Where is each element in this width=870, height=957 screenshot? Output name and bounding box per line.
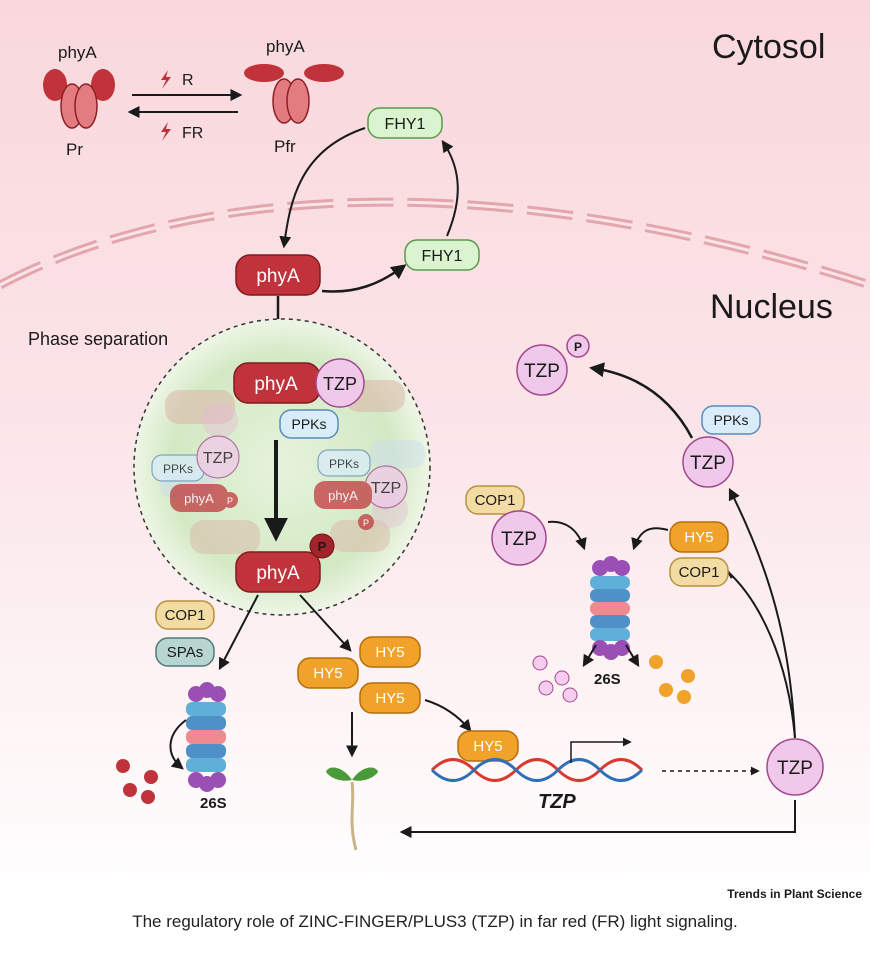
fr-label: FR bbox=[182, 125, 203, 142]
phyA-pr-dimer bbox=[43, 69, 115, 129]
tzp-expressed-label: TZP bbox=[777, 758, 813, 779]
tzp-ppks-label: TZP bbox=[690, 453, 726, 474]
degraded-phyA-fragments bbox=[116, 759, 158, 804]
journal-credit: Trends in Plant Science bbox=[727, 887, 862, 901]
fhy1-nucleus-label: FHY1 bbox=[422, 248, 463, 265]
faded-phyA-left-label: phyA bbox=[184, 491, 214, 506]
phyA-to-degradation-arrow bbox=[218, 594, 259, 671]
phyA-pfr-label: phyA bbox=[266, 37, 305, 56]
tzp-cop1-label: TZP bbox=[501, 529, 537, 550]
faded-complex-left bbox=[151, 435, 240, 512]
hy5-label-2: HY5 bbox=[375, 644, 404, 661]
pr-label: Pr bbox=[66, 140, 83, 159]
faded-tzp-left-label: TZP bbox=[203, 450, 233, 467]
proteasome-26s-left-icon bbox=[186, 682, 226, 792]
pfr-label: Pfr bbox=[274, 137, 296, 156]
cytosol-label: Cytosol bbox=[712, 28, 825, 66]
hy5-to-promoter-arrow bbox=[424, 699, 472, 732]
spas-node bbox=[155, 637, 215, 667]
fhy1-export-arrow bbox=[441, 140, 459, 237]
faded-p-right-label: P bbox=[363, 518, 369, 528]
phyA-pfr-dimer bbox=[244, 64, 344, 124]
proteasome-out-left-arrow bbox=[582, 644, 597, 668]
phyA-phosphorylated-label: phyA bbox=[256, 563, 300, 584]
tzp-complex-node bbox=[315, 358, 365, 408]
hy5-label-1: HY5 bbox=[313, 665, 342, 682]
tzp-complex-label: TZP bbox=[323, 374, 357, 394]
degraded-hy5-fragments bbox=[649, 655, 695, 704]
phosphate-phyA-label: P bbox=[318, 539, 327, 554]
tzp-to-proteasome-arrow bbox=[547, 520, 587, 551]
spas-label: SPAs bbox=[167, 644, 203, 661]
figure-caption: The regulatory role of ZINC-FINGER/PLUS3… bbox=[132, 912, 738, 931]
hy5-node-2 bbox=[359, 636, 421, 668]
hy5-to-proteasome-arrow bbox=[631, 527, 669, 551]
ppks-right-node bbox=[701, 405, 761, 435]
phyA-nucleus-label: phyA bbox=[256, 266, 300, 287]
tzp-phosphorylated-node bbox=[516, 344, 568, 396]
proteasome-right-label: 26S bbox=[594, 671, 621, 688]
tzp-ppks-node bbox=[682, 436, 734, 488]
hy5-node-1 bbox=[297, 657, 359, 689]
tzp-expressed-node bbox=[766, 738, 824, 796]
cop1-tzp-label: COP1 bbox=[475, 492, 516, 509]
fhy1-cytosol-label: FHY1 bbox=[385, 116, 426, 133]
hy5-label-3: HY5 bbox=[375, 690, 404, 707]
tzp-phosphorylated-label: TZP bbox=[524, 361, 560, 382]
fhy1-to-phyA-arrow bbox=[279, 127, 366, 249]
nucleus-label: Nucleus bbox=[710, 288, 833, 326]
phosphate-tzp-node bbox=[566, 334, 590, 358]
tzp-gene-label: TZP bbox=[538, 791, 576, 813]
proteasome-left-label: 26S bbox=[200, 795, 227, 812]
phyA-pr-label: phyA bbox=[58, 43, 97, 62]
phyA-to-hy5-arrow bbox=[299, 594, 352, 652]
tzp-inhibits-cop1-line bbox=[725, 569, 796, 739]
cop1-right-node bbox=[669, 557, 729, 587]
tzp-feedback-arrow bbox=[399, 800, 796, 838]
seedling-icon bbox=[326, 767, 378, 851]
degraded-tzp-fragments bbox=[532, 655, 578, 703]
red-light-bolt-icon bbox=[161, 70, 171, 89]
ppks-complex-node bbox=[279, 409, 339, 439]
fhy1-cytosol-node bbox=[367, 107, 443, 139]
dna-helix bbox=[430, 758, 644, 782]
hy5-node-3 bbox=[359, 682, 421, 714]
phyA-to-fhy1-arrow bbox=[321, 264, 407, 293]
tzp-to-ppks-arrow bbox=[728, 487, 796, 739]
faded-p-left-label: P bbox=[227, 496, 233, 506]
faded-phyA-right-label: phyA bbox=[328, 488, 358, 503]
hy5-right-node bbox=[669, 521, 729, 553]
degradation-left-arrow bbox=[169, 719, 187, 770]
phosphate-phyA-node bbox=[309, 533, 335, 559]
far-red-light-bolt-icon bbox=[161, 122, 171, 141]
ppks-right-label: PPKs bbox=[713, 412, 748, 428]
cop1-left-label: COP1 bbox=[165, 607, 206, 624]
faded-ppks-left-label: PPKs bbox=[163, 462, 193, 476]
phyA-nucleus-node bbox=[235, 254, 321, 296]
tzp-phosphorylation-arrow bbox=[589, 362, 694, 439]
r-label: R bbox=[182, 72, 194, 89]
phyA-phosphorylated-node bbox=[235, 551, 321, 593]
faded-ppks-right-label: PPKs bbox=[329, 457, 359, 471]
cop1-left-node bbox=[155, 600, 215, 630]
hy5-promoter-label: HY5 bbox=[473, 738, 502, 755]
ppks-complex-label: PPKs bbox=[291, 416, 326, 432]
fhy1-nucleus-node bbox=[404, 239, 480, 271]
proteasome-out-right-arrow bbox=[625, 644, 640, 668]
phyA-complex-label: phyA bbox=[254, 374, 298, 395]
proteasome-26s-right-icon bbox=[590, 556, 630, 660]
cop1-tzp-node bbox=[465, 485, 525, 515]
faded-complex-right bbox=[314, 449, 408, 530]
phosphate-tzp-label: P bbox=[574, 340, 582, 354]
faded-tzp-right-label: TZP bbox=[371, 480, 401, 497]
phase-separation-label: Phase separation bbox=[28, 329, 168, 349]
nuclear-membrane bbox=[0, 197, 870, 290]
cop1-right-label: COP1 bbox=[679, 564, 720, 581]
transcription-start-arrow bbox=[570, 737, 632, 763]
hy5-right-label: HY5 bbox=[684, 529, 713, 546]
tzp-cop1-node bbox=[491, 510, 547, 566]
